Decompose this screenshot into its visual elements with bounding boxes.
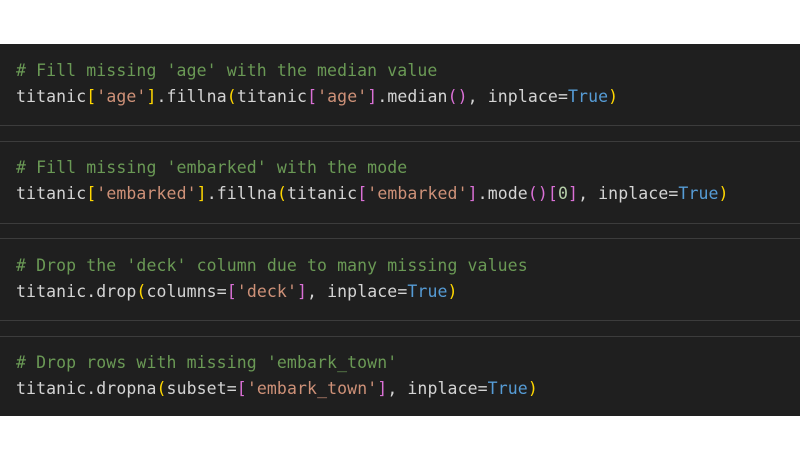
code-bracket: [ (86, 87, 97, 106)
cell-separator (0, 320, 800, 321)
code-string: 'embarked' (96, 184, 197, 203)
code-line[interactable]: titanic.drop(columns=['deck'], inplace=T… (16, 280, 458, 304)
code-string: 'age' (96, 87, 147, 106)
code-comment: # Fill missing 'age' with the median val… (16, 61, 438, 80)
code-bracket: [ (236, 379, 247, 398)
code-bracket: () (527, 184, 548, 203)
code-line[interactable]: titanic['embarked'].fillna(titanic['emba… (16, 182, 729, 206)
code-comment: # Drop rows with missing 'embark_town' (16, 353, 398, 372)
code-bracket: [ (547, 184, 558, 203)
code-bracket: () (447, 87, 468, 106)
code-keyword: True (678, 184, 719, 203)
cell-separator (0, 336, 800, 337)
code-token: titanic (16, 87, 87, 106)
code-bracket: [ (86, 184, 97, 203)
cell-separator (0, 125, 800, 126)
code-number: 0 (557, 184, 569, 203)
code-comment: # Fill missing 'embarked' with the mode (16, 158, 408, 177)
cell-separator (0, 141, 800, 142)
code-bracket: ) (608, 87, 619, 106)
code-bracket: ] (367, 87, 378, 106)
code-token: .fillna (206, 184, 277, 203)
code-keyword: True (407, 282, 448, 301)
code-string: 'deck' (236, 282, 297, 301)
code-line[interactable]: titanic.dropna(subset=['embark_town'], i… (16, 377, 538, 401)
code-bracket: [ (226, 282, 237, 301)
code-keyword: True (568, 87, 609, 106)
code-bracket: ( (226, 87, 237, 106)
code-bracket: ( (156, 379, 167, 398)
code-token: titanic (16, 184, 87, 203)
code-token: subset= (166, 379, 237, 398)
code-bracket: [ (307, 87, 318, 106)
code-string: 'age' (317, 87, 368, 106)
code-token: .mode (477, 184, 528, 203)
code-comment: # Drop the 'deck' column due to many mis… (16, 256, 528, 275)
code-bracket: ] (146, 87, 157, 106)
code-bracket: ] (377, 379, 388, 398)
code-token: columns= (146, 282, 227, 301)
code-token: titanic.dropna (16, 379, 157, 398)
code-editor[interactable]: # Fill missing 'age' with the median val… (0, 44, 800, 416)
code-bracket: ) (527, 379, 538, 398)
code-bracket: ] (467, 184, 478, 203)
code-token: titanic (236, 87, 308, 106)
code-bracket: ] (296, 282, 308, 301)
code-bracket: ( (136, 282, 147, 301)
code-line[interactable]: titanic['age'].fillna(titanic['age'].med… (16, 85, 618, 109)
code-token: .fillna (156, 87, 227, 106)
cell-separator (0, 238, 800, 239)
code-token: titanic.drop (16, 282, 137, 301)
cell-separator (0, 223, 800, 224)
code-token: .median (377, 87, 448, 106)
code-bracket: ] (568, 184, 579, 203)
code-bracket: ] (196, 184, 207, 203)
code-bracket: ) (447, 282, 458, 301)
code-token: , inplace= (387, 379, 488, 398)
code-string: 'embarked' (367, 184, 468, 203)
code-token: titanic (286, 184, 358, 203)
code-bracket: ) (718, 184, 729, 203)
code-token: , inplace= (578, 184, 679, 203)
code-token: , inplace= (467, 87, 568, 106)
code-bracket: ( (276, 184, 287, 203)
code-string: 'embark_town' (246, 379, 378, 398)
code-keyword: True (487, 379, 528, 398)
code-token: , inplace= (307, 282, 408, 301)
code-bracket: [ (357, 184, 368, 203)
